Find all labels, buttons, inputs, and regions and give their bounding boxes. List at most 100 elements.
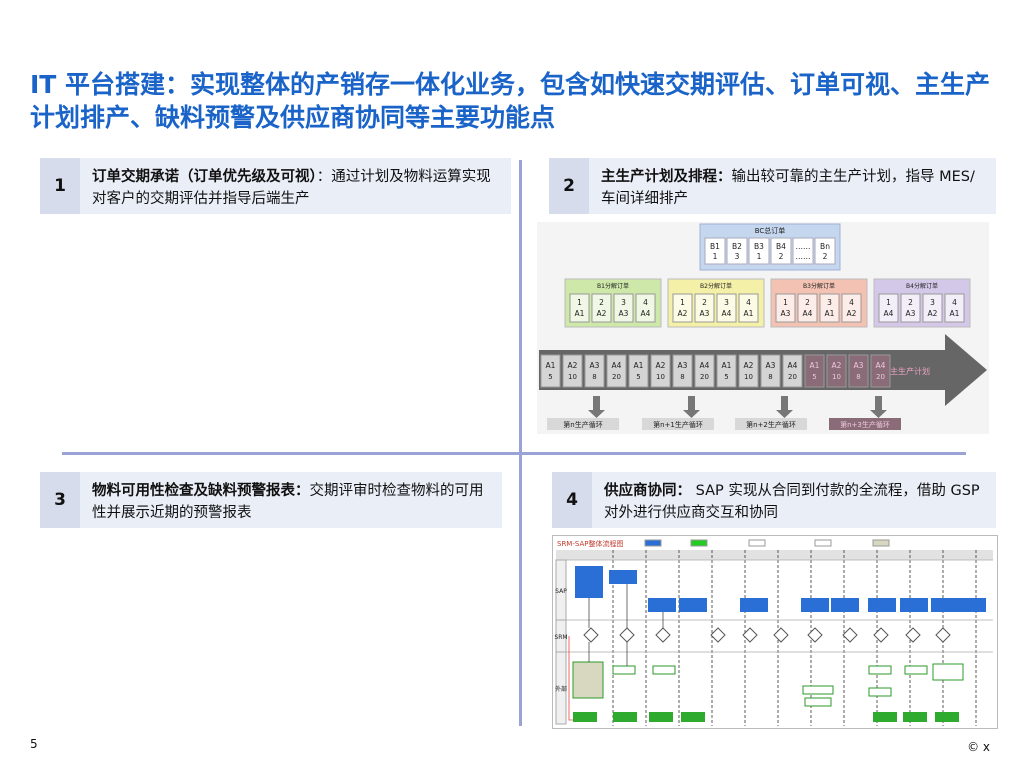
- sap-step-box: [900, 598, 928, 612]
- sub-order-num: 2: [805, 298, 810, 307]
- sequence-value: 8: [592, 373, 596, 381]
- sub-order-num: 4: [643, 298, 648, 307]
- sub-order-code: A1: [825, 309, 835, 318]
- lane-label: SRM: [554, 634, 567, 641]
- b-order-cell: [770, 237, 792, 265]
- sequence-value: 10: [656, 373, 665, 381]
- sequence-code: A2: [568, 361, 578, 370]
- sequence-code: A3: [854, 361, 864, 370]
- feature-box-3: 3 物料可用性检查及缺料预警报表：交期评审时检查物料的可用性并展示近期的预警报表: [40, 472, 502, 528]
- sequence-cell: [804, 354, 825, 388]
- sequence-code: A2: [832, 361, 842, 370]
- sequence-cell: [870, 354, 891, 388]
- bottom-step-box: [613, 712, 637, 722]
- sub-order-cell: [716, 293, 737, 323]
- cycle-label: 第n+1生产循环: [653, 420, 703, 429]
- sub-order-group-label: B4分解订单: [906, 282, 938, 290]
- sap-step-box: [931, 598, 959, 612]
- legend-swatch: [814, 539, 832, 547]
- legend-swatch: [690, 539, 708, 547]
- sub-order-num: 1: [886, 298, 891, 307]
- sequence-value: 5: [812, 373, 816, 381]
- b-order-cell: [704, 237, 726, 265]
- sequence-cell: [584, 354, 605, 388]
- b-order-label: ……: [796, 242, 811, 251]
- sequence-cell: [650, 354, 671, 388]
- feature-text-1: 订单交期承诺（订单优先级及可视）：通过计划及物料运算实现对客户的交期评估并指导后…: [92, 166, 505, 210]
- bottom-step-box: [935, 712, 959, 722]
- sub-order-cell: [900, 293, 921, 323]
- b-order-value: 2: [823, 252, 828, 261]
- cycle-arrow-stem: [688, 396, 695, 412]
- bottom-step-box: [649, 712, 673, 722]
- cycle-label: 第n+2生产循环: [746, 420, 796, 429]
- decision-diamond: [619, 627, 635, 643]
- sub-order-group-label: B1分解订单: [597, 282, 629, 290]
- decision-diamond: [710, 627, 726, 643]
- cycle-label-box: [735, 418, 807, 430]
- decision-diamond: [807, 627, 823, 643]
- sub-order-cell: [944, 293, 965, 323]
- page-number: 5: [30, 737, 38, 751]
- b-order-cell: [726, 237, 748, 265]
- mps-diagram-svg: BC总订单B11B23B31B42…………Bn2B1分解订单1A12A23A34…: [539, 223, 987, 430]
- legend-swatch: [644, 539, 662, 547]
- sub-order-num: 3: [827, 298, 832, 307]
- b-order-cell: [792, 237, 814, 265]
- feature-text-3: 物料可用性检查及缺料预警报表：交期评审时检查物料的可用性并展示近期的预警报表: [92, 480, 496, 524]
- decision-diamond: [742, 627, 758, 643]
- external-step-box: [802, 685, 834, 695]
- decision-diamond: [842, 627, 858, 643]
- cycle-label-box: [547, 418, 619, 430]
- sap-step-box: [868, 598, 896, 612]
- copyright: © x: [967, 740, 990, 754]
- sub-order-code: A2: [678, 309, 688, 318]
- sap-step-box: [648, 598, 676, 612]
- sub-order-cell: [797, 293, 818, 323]
- b-order-label: Bn: [820, 242, 830, 251]
- sequence-code: A3: [678, 361, 688, 370]
- sub-order-cell: [922, 293, 943, 323]
- feature-text-4: 供应商协同： SAP 实现从合同到付款的全流程，借助 GSP 对外进行供应商交互…: [604, 480, 990, 524]
- mps-arrow-label: 主生产计划: [890, 366, 930, 376]
- sub-order-cell: [738, 293, 759, 323]
- sub-order-code: A1: [744, 309, 754, 318]
- sub-order-num: 1: [577, 298, 582, 307]
- feature-box-2: 2 主生产计划及排程：输出较可靠的主生产计划，指导 MES/ 车间详细排产: [549, 158, 996, 214]
- feature-number-1: 1: [40, 158, 80, 214]
- sequence-cell: [694, 354, 715, 388]
- feedback-connector: [568, 636, 573, 721]
- lane-label: SAP: [555, 588, 567, 595]
- sequence-code: A4: [700, 361, 710, 370]
- cycle-label-box: [642, 418, 714, 430]
- b-order-value: 1: [713, 252, 718, 261]
- sub-order-code: A1: [575, 309, 585, 318]
- sequence-cell: [826, 354, 847, 388]
- sub-order-code: A1: [950, 309, 960, 318]
- sequence-code: A1: [634, 361, 644, 370]
- sub-order-cell: [613, 293, 634, 323]
- feature-box-1: 1 订单交期承诺（订单优先级及可视）：通过计划及物料运算实现对客户的交期评估并指…: [40, 158, 511, 214]
- cycle-arrow-stem: [593, 396, 600, 412]
- sequence-value: 10: [568, 373, 577, 381]
- page-title: IT 平台搭建：实现整体的产销存一体化业务，包含如快速交期评估、订单可视、主生产…: [30, 70, 991, 132]
- sequence-value: 10: [744, 373, 753, 381]
- sequence-code: A1: [546, 361, 556, 370]
- feature-number-3: 3: [40, 472, 80, 528]
- sequence-value: 8: [680, 373, 684, 381]
- sequence-value: 10: [832, 373, 841, 381]
- sequence-code: A2: [744, 361, 754, 370]
- horizontal-divider: [62, 452, 966, 455]
- sequence-cell: [540, 354, 561, 388]
- feature-desc-3: 交期评审时检查物料的可用性并展示近期的预警报表: [92, 483, 484, 521]
- decision-diamond: [935, 627, 951, 643]
- cycle-label-box: [829, 418, 901, 430]
- external-step-box: [652, 665, 676, 675]
- sub-order-code: A3: [906, 309, 916, 318]
- bottom-step-box: [873, 712, 897, 722]
- feature-number-4: 4: [552, 472, 592, 528]
- sub-order-num: 2: [908, 298, 913, 307]
- feature-desc-4: SAP 实现从合同到付款的全流程，借助 GSP 对外进行供应商交互和协同: [604, 483, 980, 521]
- sequence-value: 5: [636, 373, 640, 381]
